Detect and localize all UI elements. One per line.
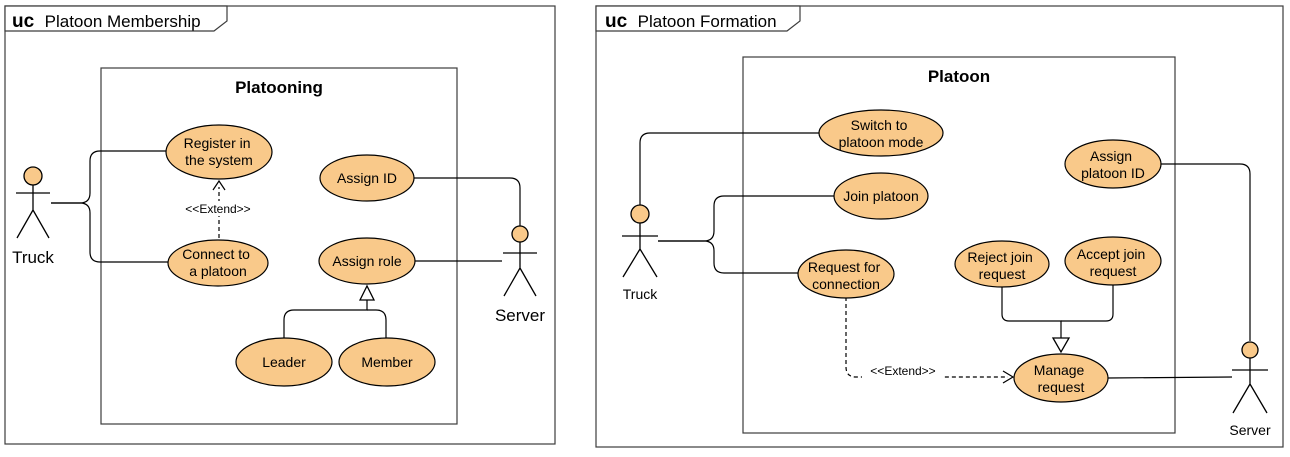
extend-arrowhead: [212, 179, 226, 191]
actor-body: [622, 223, 658, 278]
actor-body: [503, 242, 537, 297]
usecase-switch-label: Switch to platoon mode: [839, 117, 924, 150]
usecase-register-label: Register in the system: [184, 135, 255, 168]
usecase-accept-label: Accept join request: [1077, 246, 1149, 279]
actor-server-left-label: Server: [495, 306, 545, 325]
generalization-member: [367, 309, 387, 342]
usecase-member-label: Member: [361, 354, 413, 370]
usecase-assign-platoon-id[interactable]: Assign platoon ID: [1064, 139, 1162, 189]
assoc-truck-register: [51, 150, 166, 204]
extend-label-bg-right: [862, 364, 944, 378]
actor-body: [16, 185, 50, 239]
usecase-manage-label: Manage request: [1034, 362, 1088, 395]
usecase-reject-label: Reject join request: [967, 249, 1036, 282]
usecase-manage[interactable]: Manage request: [1013, 353, 1109, 403]
right-frame-name: Platoon Formation: [638, 12, 777, 31]
right-frame-label: uc Platoon Formation: [605, 11, 777, 32]
usecase-assign-role[interactable]: Assign role: [318, 237, 416, 285]
assoc-assignid-server: [414, 177, 521, 226]
left-extend-label: <<Extend>>: [185, 202, 250, 216]
assoc-truck-request: [658, 240, 798, 274]
usecase-member[interactable]: Member: [338, 337, 436, 387]
actor-head: [630, 204, 650, 224]
actor-server-left[interactable]: Server: [495, 225, 545, 325]
actor-body: [1232, 358, 1268, 414]
right-diagram: uc Platoon Formation Platoon <<Extend>> …: [595, 5, 1284, 448]
usecase-join-label: Join platoon: [843, 188, 919, 204]
generalization-reject: [1001, 286, 1062, 338]
left-diagram: uc Platoon Membership Platooning <<Exten…: [4, 5, 556, 445]
generalization-leader: [283, 300, 368, 342]
usecase-join[interactable]: Join platoon: [833, 172, 929, 220]
usecase-accept[interactable]: Accept join request: [1064, 236, 1162, 286]
assoc-truck-join: [658, 195, 834, 242]
actor-truck-left[interactable]: Truck: [12, 166, 54, 267]
usecase-leader-label: Leader: [262, 354, 306, 370]
usecase-switch[interactable]: Switch to platoon mode: [818, 109, 944, 157]
left-system-title: Platooning: [235, 78, 323, 97]
actor-server-right-label: Server: [1229, 422, 1271, 438]
generalization-arrowhead-right: [1051, 337, 1071, 354]
actor-truck-left-label: Truck: [12, 248, 54, 267]
assoc-manage-server: [1107, 376, 1233, 379]
extend-label-bg: [175, 201, 261, 216]
usecase-register[interactable]: Register in the system: [165, 124, 273, 180]
right-system-title: Platoon: [928, 67, 990, 86]
actor-truck-right-label: Truck: [623, 286, 658, 302]
right-extend-label: <<Extend>>: [870, 364, 935, 378]
usecase-assign-platoon-id-label: Assign platoon ID: [1081, 148, 1145, 181]
actor-head: [511, 225, 529, 243]
actor-truck-right[interactable]: Truck: [622, 204, 658, 302]
left-frame-name: Platoon Membership: [45, 12, 201, 31]
right-frame-keyword: uc: [605, 11, 628, 32]
left-frame-tab: [4, 5, 228, 32]
usecase-leader[interactable]: Leader: [235, 337, 333, 387]
extend-arrowhead-right: [1002, 370, 1015, 384]
actor-head: [23, 166, 43, 186]
usecase-reject[interactable]: Reject join request: [954, 240, 1050, 288]
usecase-connect[interactable]: Connect to a platoon: [167, 239, 269, 287]
extend-request-manage: [845, 297, 1008, 378]
usecase-assign-id-label: Assign ID: [337, 170, 397, 186]
usecase-request[interactable]: Request for connection: [797, 249, 895, 299]
actor-head: [1241, 341, 1259, 359]
left-frame-keyword: uc: [12, 11, 35, 32]
actor-server-right[interactable]: Server: [1229, 341, 1271, 438]
generalization-arrowhead: [358, 284, 376, 301]
generalization-accept: [1061, 285, 1114, 322]
assoc-truck-switch: [639, 132, 820, 206]
usecase-request-label: Request for connection: [808, 259, 884, 292]
usecase-assign-id[interactable]: Assign ID: [319, 154, 415, 202]
assoc-assignpid-server: [1161, 163, 1251, 341]
right-frame-tab: [595, 5, 801, 32]
usecase-assign-role-label: Assign role: [332, 253, 401, 269]
usecase-connect-label: Connect to a platoon: [182, 246, 254, 279]
assoc-truck-connect: [51, 202, 170, 263]
left-frame-label: uc Platoon Membership: [12, 11, 201, 32]
